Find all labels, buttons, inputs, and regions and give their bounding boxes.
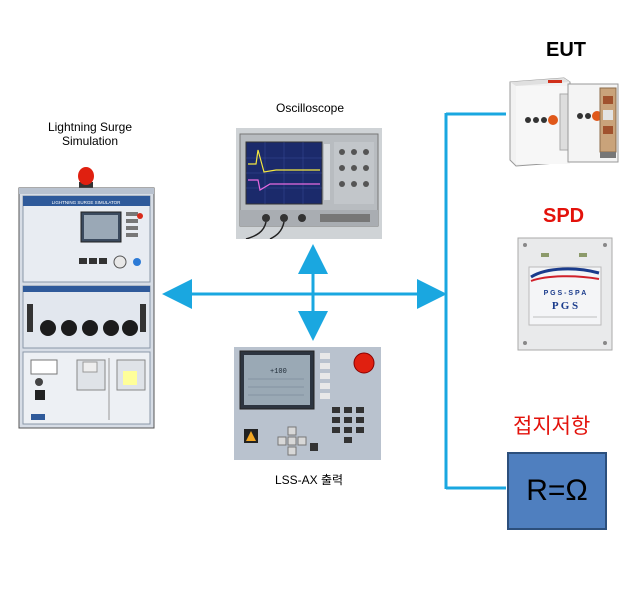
- lss-ax-output-photo: +100: [234, 347, 381, 460]
- simulator-cabinet-photo: LIGHTNING SURGE SIMULATOR: [17, 166, 156, 429]
- output-caption: LSS-AX 출력: [274, 473, 344, 487]
- simulator-panel-text: LIGHTNING SURGE SIMULATOR: [52, 200, 122, 205]
- spd-plate-text: P G S - S P A: [544, 290, 587, 297]
- eut-equipment-photo: [508, 74, 620, 168]
- ground-resistance-box: R=Ω: [507, 452, 607, 530]
- output-display-value: +100: [270, 368, 287, 376]
- spd-title: SPD: [543, 205, 585, 227]
- resistance-formula: R=Ω: [526, 474, 588, 507]
- oscilloscope-caption: Oscilloscope: [275, 101, 345, 115]
- eut-title: EUT: [546, 39, 586, 61]
- simulator-caption: Lightning Surge Simulation: [47, 120, 133, 148]
- ground-resistance-title: 접지저항: [513, 414, 591, 438]
- oscilloscope-photo: [236, 128, 382, 239]
- spd-plate-subtext: P G S: [552, 300, 578, 312]
- spd-enclosure-photo: P G S - S P A P G S: [517, 237, 613, 351]
